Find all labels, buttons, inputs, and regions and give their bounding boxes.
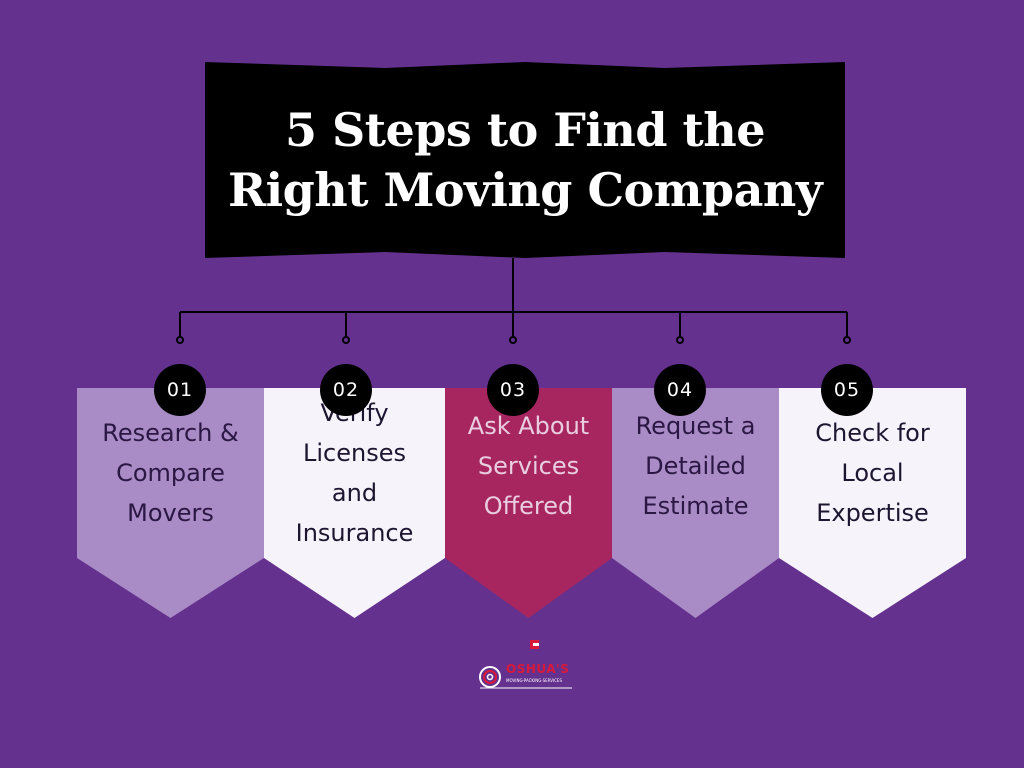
step-card-4: Request a Detailed Estimate — [612, 388, 779, 618]
step-shape-5 — [779, 388, 966, 618]
drop-dot-1 — [176, 336, 184, 344]
company-logo: OSHUA'S MOVING·PACKING·SERVICES — [476, 640, 576, 692]
step-4-line-2: Detailed — [645, 452, 746, 480]
step-1-line-1: Research & — [102, 419, 239, 447]
drop-lines — [176, 312, 851, 344]
banner-shape — [205, 62, 845, 258]
step-label-4: Request a Detailed Estimate — [612, 388, 779, 558]
title-banner: 5 Steps to Find the Right Moving Company — [205, 62, 845, 258]
step-number-badge-4: 04 — [654, 364, 706, 416]
step-number-badge-2: 02 — [320, 364, 372, 416]
title-line-1: 5 Steps to Find the — [285, 103, 766, 157]
step-card-5: Check for Local Expertise — [779, 388, 966, 618]
step-5-line-2: Local — [841, 459, 904, 487]
drop-dot-4 — [676, 336, 684, 344]
step-1-line-2: Compare — [116, 459, 225, 487]
step-label-3: Ask About Services Offered — [445, 388, 612, 558]
step-card-3: Ask About Services Offered — [445, 388, 612, 618]
step-3-line-2: Services — [477, 452, 580, 480]
step-2-line-2: Licenses — [303, 439, 406, 467]
step-shape-1 — [77, 388, 264, 618]
logo-tagline: MOVING·PACKING·SERVICES — [506, 678, 562, 683]
drop-dot-3 — [509, 336, 517, 344]
step-card-2: Verify Licenses and Insurance — [264, 388, 445, 618]
step-number-badge-5: 05 — [821, 364, 873, 416]
step-2-line-4: Insurance — [295, 519, 414, 547]
step-shape-3 — [445, 388, 612, 618]
step-card-1: Research & Compare Movers — [77, 388, 264, 618]
step-5-line-3: Expertise — [816, 499, 929, 527]
page-title: 5 Steps to Find the Right Moving Company — [205, 62, 845, 258]
step-4-line-3: Estimate — [642, 492, 749, 520]
step-4-line-1: Request a — [635, 412, 756, 440]
step-3-line-3: Offered — [483, 492, 574, 520]
step-label-5: Check for Local Expertise — [779, 388, 966, 558]
step-5-line-1: Check for — [815, 419, 930, 447]
step-1-line-3: Movers — [127, 499, 214, 527]
step-number-badge-3: 03 — [487, 364, 539, 416]
logo-mark-icon — [479, 640, 572, 689]
step-2-line-3: and — [331, 479, 378, 507]
step-3-line-1: Ask About — [467, 412, 590, 440]
logo-name: OSHUA'S — [506, 662, 570, 676]
drop-dot-5 — [843, 336, 851, 344]
step-shape-2 — [264, 388, 445, 618]
step-shape-4 — [612, 388, 779, 618]
step-label-1: Research & Compare Movers — [77, 388, 264, 558]
title-line-2: Right Moving Company — [227, 163, 823, 217]
step-number-badge-1: 01 — [154, 364, 206, 416]
drop-dot-2 — [342, 336, 350, 344]
